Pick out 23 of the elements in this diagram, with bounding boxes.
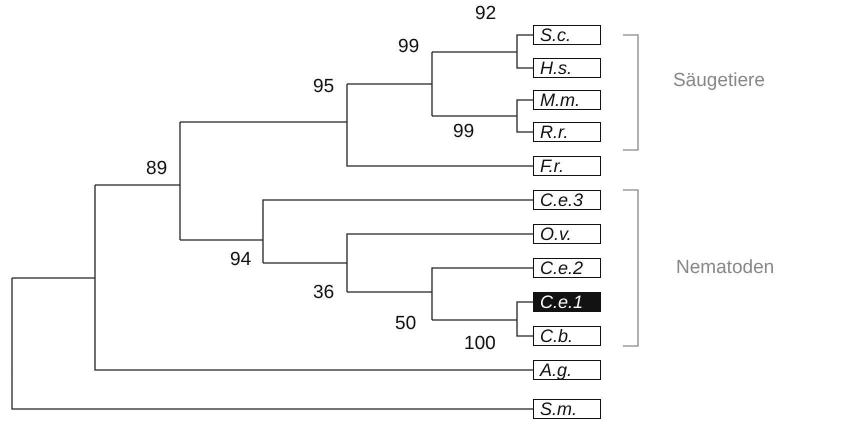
- group-label: Säugetiere: [673, 71, 765, 91]
- bootstrap-value: 95: [313, 77, 334, 97]
- taxon-label: C.b.: [533, 326, 601, 346]
- taxon-label: C.e.2: [533, 258, 601, 278]
- taxon-label: S.c.: [533, 25, 601, 45]
- taxon-label: C.e.3: [533, 190, 601, 210]
- taxon-label: A.g.: [533, 360, 601, 380]
- bootstrap-value: 36: [313, 283, 334, 303]
- bootstrap-value: 92: [475, 4, 496, 24]
- taxon-label: R.r.: [533, 122, 601, 142]
- taxon-label: S.m.: [533, 399, 601, 419]
- taxon-label: C.e.1: [533, 292, 601, 312]
- taxon-label: M.m.: [533, 90, 601, 110]
- bootstrap-value: 99: [453, 122, 474, 142]
- taxon-label: H.s.: [533, 58, 601, 78]
- bootstrap-value: 94: [230, 250, 252, 270]
- taxon-label: F.r.: [533, 156, 601, 176]
- bootstrap-value: 50: [395, 314, 416, 334]
- bootstrap-value: 99: [398, 37, 420, 57]
- bootstrap-value: 100: [464, 334, 496, 354]
- taxon-label: O.v.: [533, 224, 601, 244]
- group-label: Nematoden: [676, 258, 774, 278]
- bootstrap-value: 89: [146, 159, 168, 179]
